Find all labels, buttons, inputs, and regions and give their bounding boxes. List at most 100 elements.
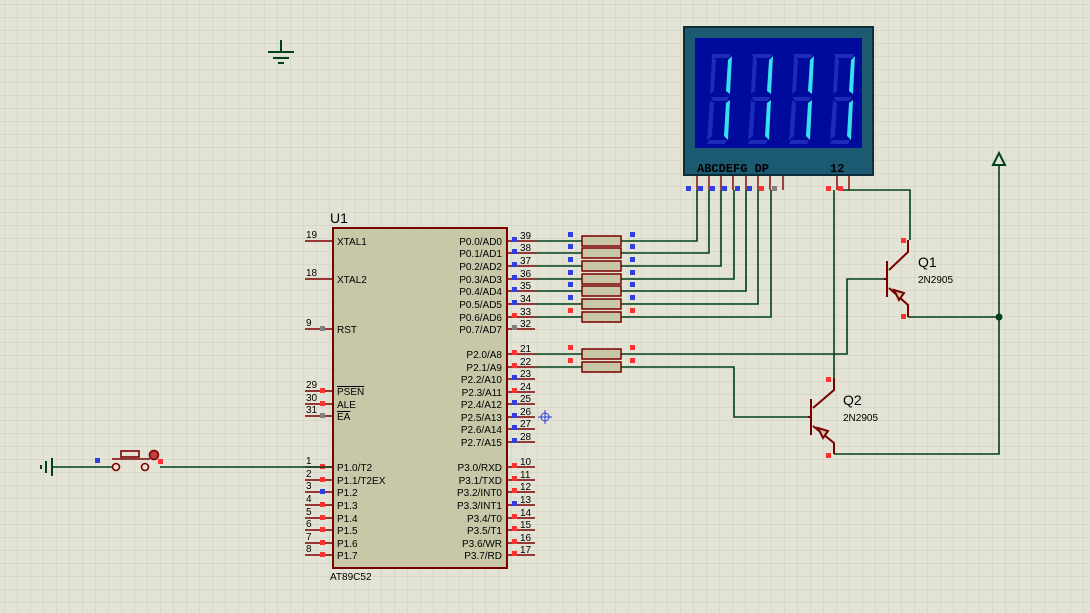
u1-pin-label: P0.6/AD6 — [459, 313, 502, 324]
u1-pin-label: P1.0/T2 — [337, 463, 372, 474]
ground-icon[interactable] — [268, 40, 294, 64]
u1-pin-number: 23 — [520, 369, 532, 380]
u1-pin-number: 35 — [520, 281, 532, 292]
pin-state-float — [512, 325, 517, 330]
u1-pin-label: EA — [337, 412, 351, 423]
u1-ref: U1 — [330, 210, 348, 226]
pin-state-low — [630, 244, 635, 249]
u1-pin-label: ALE — [337, 400, 356, 411]
u1-pin-7[interactable]: 7P1.6 — [305, 532, 358, 550]
pin-state-high — [320, 388, 325, 393]
pin-state-high — [826, 453, 831, 458]
segment-e — [789, 100, 796, 140]
u1-pin-number: 1 — [306, 456, 312, 467]
u1-pin-2[interactable]: 2P1.1/T2EX — [305, 469, 386, 487]
u1-pin-number: 21 — [520, 344, 532, 355]
u1-pin-label: P2.3/A11 — [462, 388, 503, 399]
pushbutton-icon[interactable] — [111, 449, 160, 472]
pin-state-low — [512, 438, 517, 443]
u1-pin-5[interactable]: 5P1.4 — [305, 507, 358, 525]
q1-ref: Q1 — [918, 254, 937, 270]
pin-state-low — [630, 232, 635, 237]
u1-pin-4[interactable]: 4P1.3 — [305, 494, 358, 512]
u1-pin-6[interactable]: 6P1.5 — [305, 519, 358, 537]
u1-pin-number: 38 — [520, 243, 532, 254]
power-rail-icon[interactable] — [991, 150, 1007, 166]
u1-body[interactable] — [332, 227, 508, 569]
pin-state-high — [512, 350, 517, 355]
pin-state-low — [630, 295, 635, 300]
pin-state-high — [512, 476, 517, 481]
u1-pin-8[interactable]: 8P1.7 — [305, 544, 358, 562]
u1-pin-label: P2.7/A15 — [461, 438, 503, 449]
u1-pin-label: XTAL2 — [337, 275, 367, 286]
segment-e — [707, 100, 714, 140]
resistor[interactable] — [535, 308, 635, 323]
pin-state-high — [568, 345, 573, 350]
ground-icon[interactable] — [40, 458, 53, 476]
q1-transistor[interactable] — [884, 240, 909, 317]
u1-pin-number: 8 — [306, 544, 312, 555]
segment-b — [767, 56, 773, 94]
u1-pin-label: P1.1/T2EX — [337, 476, 386, 487]
pin-state-high — [512, 551, 517, 556]
u1-microcontroller[interactable]: U1 AT89C52 19XTAL118XTAL29RST29PSEN30ALE… — [305, 210, 535, 583]
u1-pin-3[interactable]: 3P1.2 — [305, 481, 358, 499]
segment-g — [752, 97, 770, 101]
u1-pin-number: 34 — [520, 294, 532, 305]
u1-pin-number: 9 — [306, 318, 312, 329]
pin-state-low — [710, 186, 715, 191]
pin-state-high — [826, 377, 831, 382]
u1-pin-number: 30 — [306, 393, 318, 404]
pin-state-low — [95, 458, 100, 463]
pin-state-low — [512, 275, 517, 280]
segment-c — [847, 100, 853, 140]
display-digits — [707, 54, 855, 144]
segment-e — [748, 100, 755, 140]
u1-pin-number: 11 — [520, 470, 531, 481]
pin-state-high — [630, 308, 635, 313]
u1-pin-label: P0.7/AD7 — [459, 325, 502, 336]
q2-part: 2N2905 — [843, 413, 878, 424]
u1-pin-number: 22 — [520, 357, 532, 368]
pin-state-low — [686, 186, 691, 191]
u1-pin-number: 16 — [520, 533, 532, 544]
resistor-array[interactable] — [535, 232, 635, 373]
u1-pin-label: RST — [337, 325, 357, 336]
q2-transistor[interactable] — [808, 378, 835, 454]
pin-state-float — [772, 186, 777, 191]
seven-segment-display[interactable]: ABCDEFG DP 12 — [683, 26, 874, 191]
resistor[interactable] — [535, 232, 635, 247]
